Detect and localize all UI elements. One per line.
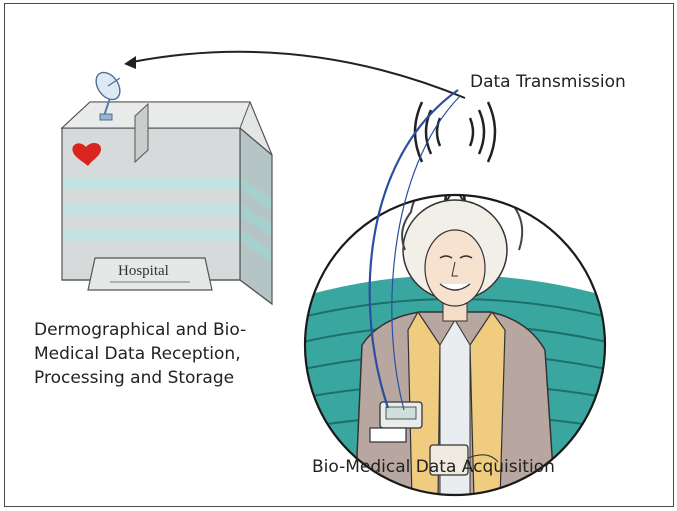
uplink-line [368,89,459,409]
reception-line-3: Processing and Storage [34,368,235,388]
portable-monitor-icon [369,401,499,476]
hospital-sign: Hospital [118,263,169,279]
reception-line-2: Medical Data Reception, [34,344,241,364]
arrow-head-icon [124,56,136,69]
satellite-dish-icon [95,71,121,121]
heart-icon [72,143,101,166]
patient-figure [354,195,556,495]
signal-waves-icon [413,101,497,163]
transmission-arrow [131,50,466,99]
data-reception-label: Dermographical and Bio- Medical Data Rec… [34,318,246,390]
data-acquisition-label: Bio-Medical Data Acquisition [312,457,555,477]
data-transmission-label: Data Transmission [470,72,626,92]
hospital-building: Hospital [60,101,273,306]
uplink-line-inner [391,95,461,411]
patient-scene [303,193,607,497]
reception-line-1: Dermographical and Bio- [34,320,247,340]
